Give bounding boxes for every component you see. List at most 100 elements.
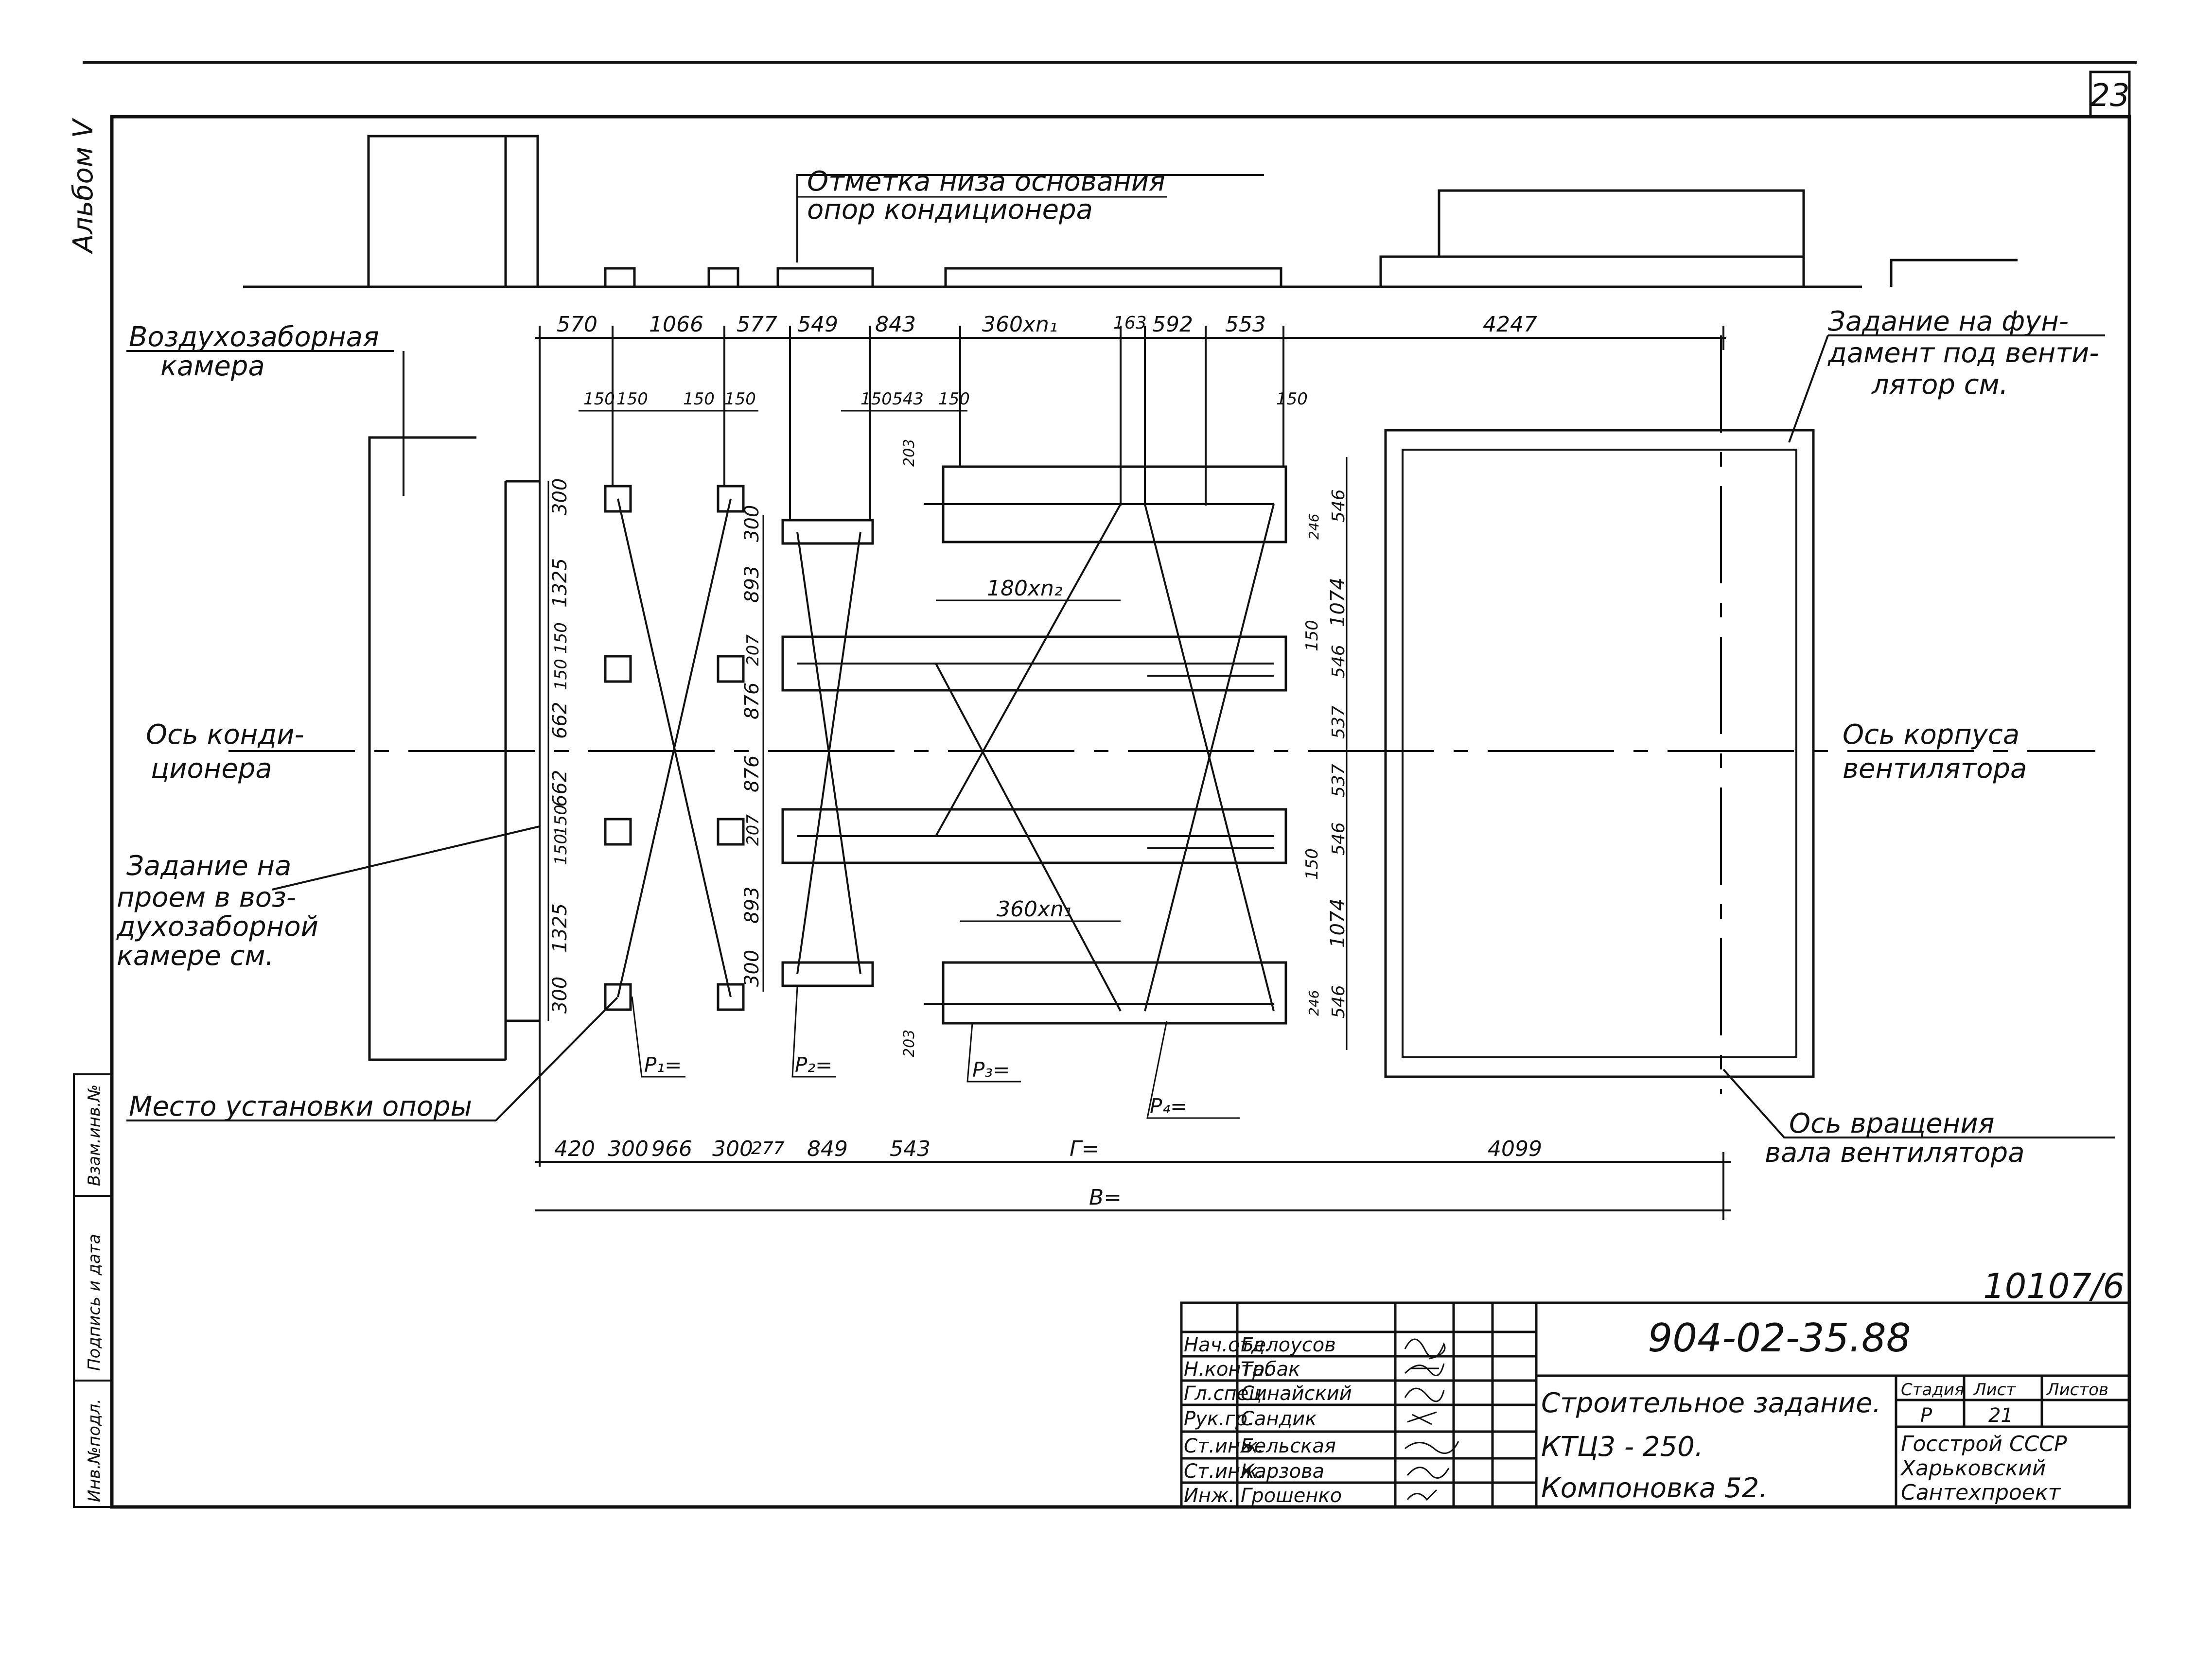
- label-p3: P₃=: [972, 1058, 1010, 1082]
- dim-246-a: 246: [1306, 514, 1322, 540]
- dim-150-d: 150: [724, 389, 756, 409]
- tb-role-5: Ст.инж.: [1184, 1460, 1264, 1483]
- dim-top-553: 553: [1225, 312, 1266, 337]
- note-air-intake-2: камера: [160, 350, 265, 382]
- dim-top-549: 549: [797, 312, 838, 337]
- drawing-frame: [110, 115, 2131, 1509]
- dim-left-150-c: 150: [551, 805, 571, 836]
- title-block: [1180, 1301, 2131, 1508]
- dim-bottom-277: 277: [751, 1138, 785, 1158]
- note-support-base-1: Отметка низа основания: [807, 166, 1165, 197]
- dim-mid-300-top: 300: [741, 505, 763, 542]
- dim-top-4247: 4247: [1483, 312, 1537, 337]
- note-fan-foundation-3: лятор см.: [1871, 369, 2008, 401]
- note-rotation-axis-2: вала вентилятора: [1765, 1137, 2025, 1169]
- dim-left-1325-bottom: 1325: [549, 903, 571, 953]
- dim-bottom-300-a: 300: [608, 1137, 649, 1161]
- note-opening-1: Задание на: [126, 850, 291, 882]
- dim-overall-b: В=: [1089, 1185, 1122, 1210]
- tb-name-6: Грошенко: [1241, 1485, 1342, 1507]
- dim-left-150-a: 150: [551, 622, 571, 654]
- dim-right-537-b: 537: [1329, 764, 1349, 797]
- dim-bottom-g: Г=: [1070, 1137, 1099, 1161]
- tb-sheets-label: Листов: [2046, 1380, 2108, 1400]
- tb-sheet: 21: [1988, 1404, 2013, 1427]
- dim-right-546-c: 546: [1329, 822, 1349, 856]
- dim-bottom-849: 849: [807, 1137, 848, 1161]
- dim-top-360xn1: 360xn₁: [982, 312, 1058, 337]
- side-stamp: Инв.№подл. Подпись и дата Взам.инв.№: [73, 1073, 113, 1508]
- dim-mid-207-top: 207: [743, 634, 763, 666]
- note-opening-3: духозаборной: [116, 911, 318, 943]
- fan-foundation-inner: [1402, 449, 1797, 1058]
- stamp-replace-inv: Взам.инв.№: [85, 1085, 104, 1186]
- note-support-base-2: опор кондиционера: [807, 194, 1093, 226]
- dim-left-150-d: 150: [551, 834, 571, 865]
- tb-role-4: Ст.инж.: [1184, 1435, 1264, 1457]
- dim-right-546-a: 546: [1329, 489, 1349, 523]
- dim-246-b: 246: [1306, 990, 1322, 1016]
- dim-203-top: 203: [901, 439, 918, 467]
- tb-name-0: Белоусов: [1241, 1334, 1336, 1356]
- drawing-ref: 10107/6: [1983, 1266, 2125, 1306]
- dim-150-a: 150: [583, 389, 615, 409]
- tb-description-3: Компоновка 52.: [1541, 1472, 1768, 1504]
- note-support-place: Место установки опоры: [129, 1091, 472, 1122]
- note-fan-axis-2: вентилятора: [1843, 753, 2027, 785]
- fan-foundation-outer: [1384, 429, 1815, 1078]
- dim-right-1074-bottom: 1074: [1327, 898, 1349, 948]
- tb-description-1: Строительное задание.: [1541, 1387, 1881, 1419]
- tb-name-1: Табак: [1241, 1358, 1300, 1381]
- dim-bottom-543: 543: [890, 1137, 931, 1161]
- label-p2: P₂=: [795, 1053, 832, 1077]
- signatures: [1404, 1338, 1459, 1501]
- dim-150-b: 150: [616, 389, 648, 409]
- dim-right-150-a: 150: [1302, 620, 1322, 651]
- p4-leader: [1146, 1020, 1240, 1119]
- p1-leader: [631, 996, 685, 1078]
- elevation-strip: [243, 135, 2018, 288]
- tb-role-3: Рук.гр.: [1184, 1408, 1254, 1430]
- dim-mid-876-top: 876: [741, 682, 763, 719]
- support-pads: [604, 485, 745, 1011]
- dim-203-bottom: 203: [901, 1030, 918, 1057]
- top-dimension-chain: [535, 326, 1726, 1167]
- dim-top-163: 163: [1113, 313, 1147, 333]
- stamp-inv-no: Инв.№подл.: [85, 1399, 104, 1502]
- dim-150-c: 150: [683, 389, 715, 409]
- tb-code: 904-02-35.88: [1648, 1315, 1911, 1361]
- p3-leader: [966, 1023, 1021, 1083]
- dim-mid-876-bottom: 876: [741, 755, 763, 792]
- dim-543-top: 543: [892, 389, 924, 409]
- stamp-signature-date: Подпись и дата: [85, 1234, 104, 1371]
- dim-bottom-4099: 4099: [1488, 1137, 1542, 1161]
- note-fan-foundation-1: Задание на фун-: [1828, 306, 2069, 337]
- dim-left-150-b: 150: [551, 659, 571, 690]
- note-opening-4: камере см.: [117, 940, 274, 972]
- dim-right-150-b: 150: [1302, 848, 1322, 880]
- sheet-number: 23: [2090, 78, 2129, 114]
- dim-left-1325-top: 1325: [549, 558, 571, 608]
- p2-leader: [791, 986, 836, 1078]
- note-air-intake-1: Воздухозаборная: [129, 321, 379, 353]
- dim-150-e: 150: [860, 389, 892, 409]
- dim-right-537-a: 537: [1329, 705, 1349, 739]
- tb-sheet-label: Лист: [1973, 1380, 2016, 1400]
- sheet-number-box: [2089, 70, 2131, 118]
- dim-mid-300-bottom: 300: [741, 950, 763, 987]
- dim-step-180xn2: 180xn₂: [987, 576, 1063, 601]
- tb-role-6: Инж.: [1184, 1485, 1235, 1507]
- tb-org-3: Сантехпроект: [1901, 1480, 2061, 1505]
- dim-top-577: 577: [737, 312, 777, 337]
- dim-mid-893-top: 893: [741, 566, 763, 603]
- dim-right-546-b: 546: [1329, 645, 1349, 678]
- air-intake-outline: [368, 436, 540, 1061]
- fan-foundation-leader: [1788, 335, 1829, 443]
- tb-name-2: Синайский: [1241, 1382, 1352, 1405]
- note-fan-axis-1: Ось корпуса: [1843, 719, 2019, 751]
- note-opening-2: проем в воз-: [117, 882, 296, 913]
- tb-name-5: Карзова: [1241, 1460, 1324, 1483]
- bracing-lines: [617, 498, 1275, 1012]
- tb-role-1: Н.контр.: [1184, 1358, 1271, 1381]
